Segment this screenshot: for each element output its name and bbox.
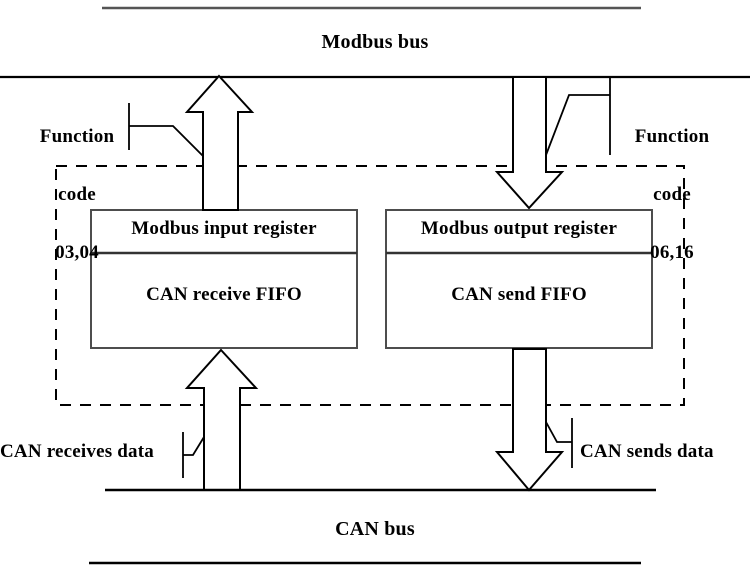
function-code-left-line-3: 03,04 [55,242,99,263]
function-code-left-line-2: code [58,183,96,205]
can-receives-data-leader-line [183,436,205,456]
can-receive-fifo-label-wrap: CAN receive FIFO [91,284,357,306]
can-receives-data-label: CAN receives data [0,441,154,462]
function-code-left-leader-line [129,125,204,157]
can-sends-data-label: CAN sends data [580,441,714,462]
can-bus-label: CAN bus [335,518,415,540]
modbus-input-register-header: Modbus input register [131,218,317,239]
arrow-can-send-down [494,348,565,492]
modbus-input-register-header-wrap: Modbus input register [91,218,357,240]
function-code-right-line-2: code [653,183,691,205]
function-code-right-leader-line [545,94,610,156]
modbus-input-register-block-outline [90,209,358,349]
arrow-can-receive-up [184,348,259,491]
modbus-bus-label: Modbus bus [321,31,429,53]
arrow-modbus-write-down [494,76,565,210]
can-send-fifo-label: CAN send FIFO [451,284,587,305]
gateway-boundary-dashed-box [55,165,685,406]
can-sends-data-leader-line [545,421,572,443]
modbus-output-register-block-outline [385,209,653,349]
function-code-right-label: Function code 06,16 [616,88,728,301]
can-send-fifo-label-wrap: CAN send FIFO [386,284,652,306]
modbus-output-register-header: Modbus output register [420,218,618,239]
function-code-left-line-1: Function [39,125,115,147]
function-code-left-label: Function code 03,04 [22,88,132,301]
modbus-output-register-header-wrap: Modbus output register [386,218,652,240]
function-code-right-line-1: Function [634,125,710,147]
arrow-modbus-read-up [184,74,255,211]
function-code-right-line-3: 06,16 [650,242,694,263]
can-receive-fifo-label: CAN receive FIFO [146,284,302,305]
